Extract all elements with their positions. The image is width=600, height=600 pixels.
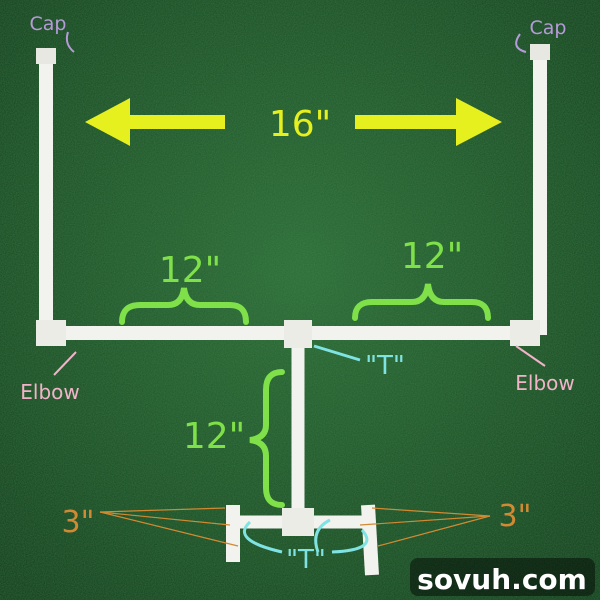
watermark-backdrop: [410, 558, 595, 596]
cap-right-label: Cap: [530, 17, 567, 39]
width-arrows: [85, 98, 502, 146]
tee-top-label: "T": [365, 351, 405, 381]
cap-left-label: Cap: [30, 13, 67, 35]
width-label: 16": [269, 104, 331, 145]
stem-measure: 12": [183, 416, 245, 457]
pvc-goalpost: [36, 44, 550, 576]
watermark: sovuh.com: [417, 563, 587, 596]
crossbar-right-measure: 12": [401, 236, 463, 277]
pointer-lines: [53, 31, 546, 554]
elbow-right-label: Elbow: [515, 371, 574, 395]
elbow-left-label: Elbow: [20, 380, 79, 404]
measure-braces: [119, 283, 491, 508]
tee-bottom-label: "T": [286, 545, 326, 575]
crossbar-left-measure: 12": [159, 250, 221, 291]
base-left-label: 3": [62, 505, 95, 540]
base-right-label: 3": [499, 499, 532, 534]
